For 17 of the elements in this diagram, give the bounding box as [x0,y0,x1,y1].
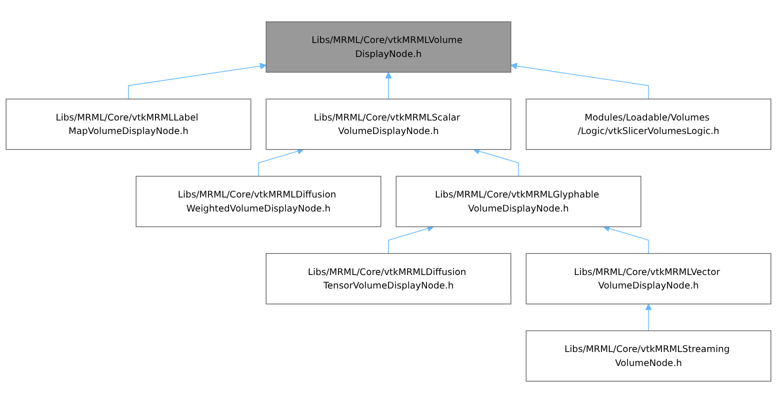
arrow [128,62,266,100]
arrow [258,148,304,177]
arrow [645,304,652,332]
node-box: Libs/MRML/Core/vtkMRMLDiffusion TensorVolumeDisplayNode.h [266,253,512,304]
node-box: Modules/Loadable/Volumes /Logic/vtkSlicerVolumesLogic.h [526,98,772,150]
arrow [603,225,649,254]
arrow [388,225,434,254]
node-box: Libs/MRML/Core/vtkMRMLGlyphable VolumeDisplayNode.h [396,176,642,228]
arrow [473,148,519,177]
node-box: Libs/MRML/Core/vtkMRMLStreaming VolumeNode.h [526,330,772,382]
node-box: Libs/MRML/Core/vtkMRMLVector VolumeDisplayNode.h [526,253,772,304]
node-box: Libs/MRML/Core/vtkMRMLLabel MapVolumeDisplayNode.h [6,98,252,150]
node-box: Libs/MRML/Core/vtkMRMLScalar VolumeDisplayNode.h [266,98,512,150]
node-box: Libs/MRML/Core/vtkMRMLVolume DisplayNode.h [266,21,512,73]
arrow [510,62,649,100]
node-box: Libs/MRML/Core/vtkMRMLDiffusion WeightedVolumeDisplayNode.h [136,176,382,228]
arrow [385,72,392,100]
